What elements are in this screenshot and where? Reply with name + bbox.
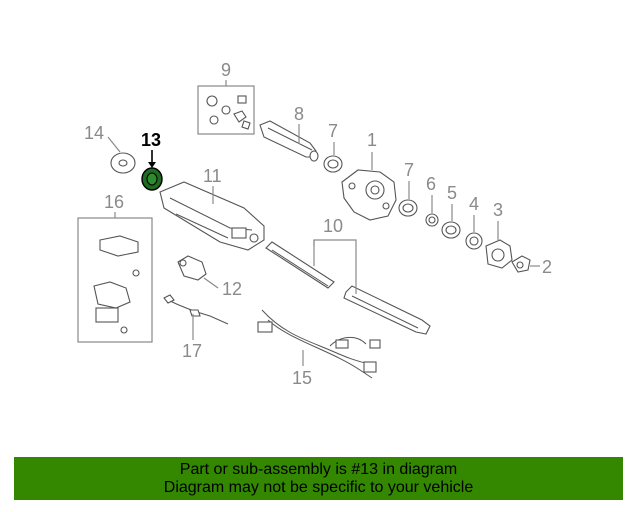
banner-line-2: Diagram may not be specific to your vehi… [163, 479, 474, 496]
callout-8: 8 [294, 104, 304, 124]
callout-11: 11 [203, 166, 222, 186]
part-7-bearing-b [398, 199, 418, 217]
callout-2: 2 [542, 257, 552, 277]
callout-17: 17 [182, 341, 202, 361]
callout-7b: 7 [404, 160, 414, 180]
leader-12 [203, 277, 219, 289]
callout-13: 13 [141, 130, 161, 150]
callout-10: 10 [323, 216, 343, 236]
part-3-bracket [485, 239, 513, 269]
part-9-kit [197, 85, 255, 135]
part-12-actuator [177, 255, 207, 281]
callout-4: 4 [469, 194, 479, 214]
callout-12: 12 [222, 279, 242, 299]
callout-9: 9 [221, 60, 231, 80]
banner-line-1: Part or sub-assembly is #13 in diagram [179, 461, 458, 478]
part-15-wiring-harness [257, 309, 381, 379]
part-14-washer [110, 152, 136, 174]
callout-3: 3 [493, 200, 503, 220]
part-11-column-bracket [159, 181, 265, 251]
part-13-highlighted [141, 167, 163, 191]
callout-5: 5 [447, 183, 457, 203]
part-10-shafts [265, 241, 431, 335]
callout-14: 14 [84, 123, 104, 143]
leader-10 [313, 239, 357, 294]
callout-7a: 7 [328, 121, 338, 141]
part-6-ring [425, 213, 439, 227]
callout-16: 16 [104, 192, 124, 212]
callout-1: 1 [367, 130, 377, 150]
leader-13-arrowhead [148, 162, 156, 168]
part-7-bearing-a [323, 155, 343, 173]
part-2-clip [511, 255, 531, 273]
part-1-housing [341, 169, 397, 221]
info-banner: Part or sub-assembly is #13 in diagram D… [14, 457, 623, 500]
parts-diagram: 9 8 7 1 7 6 5 [77, 60, 552, 388]
part-17-cable [163, 294, 229, 325]
part-4-bushing [465, 232, 483, 250]
callout-15: 15 [292, 368, 312, 388]
part-5-bearing [441, 221, 461, 239]
leader-14 [107, 136, 121, 153]
part-16-switch-assembly [77, 217, 153, 343]
part-8-shaft [259, 120, 319, 162]
callout-6: 6 [426, 174, 436, 194]
